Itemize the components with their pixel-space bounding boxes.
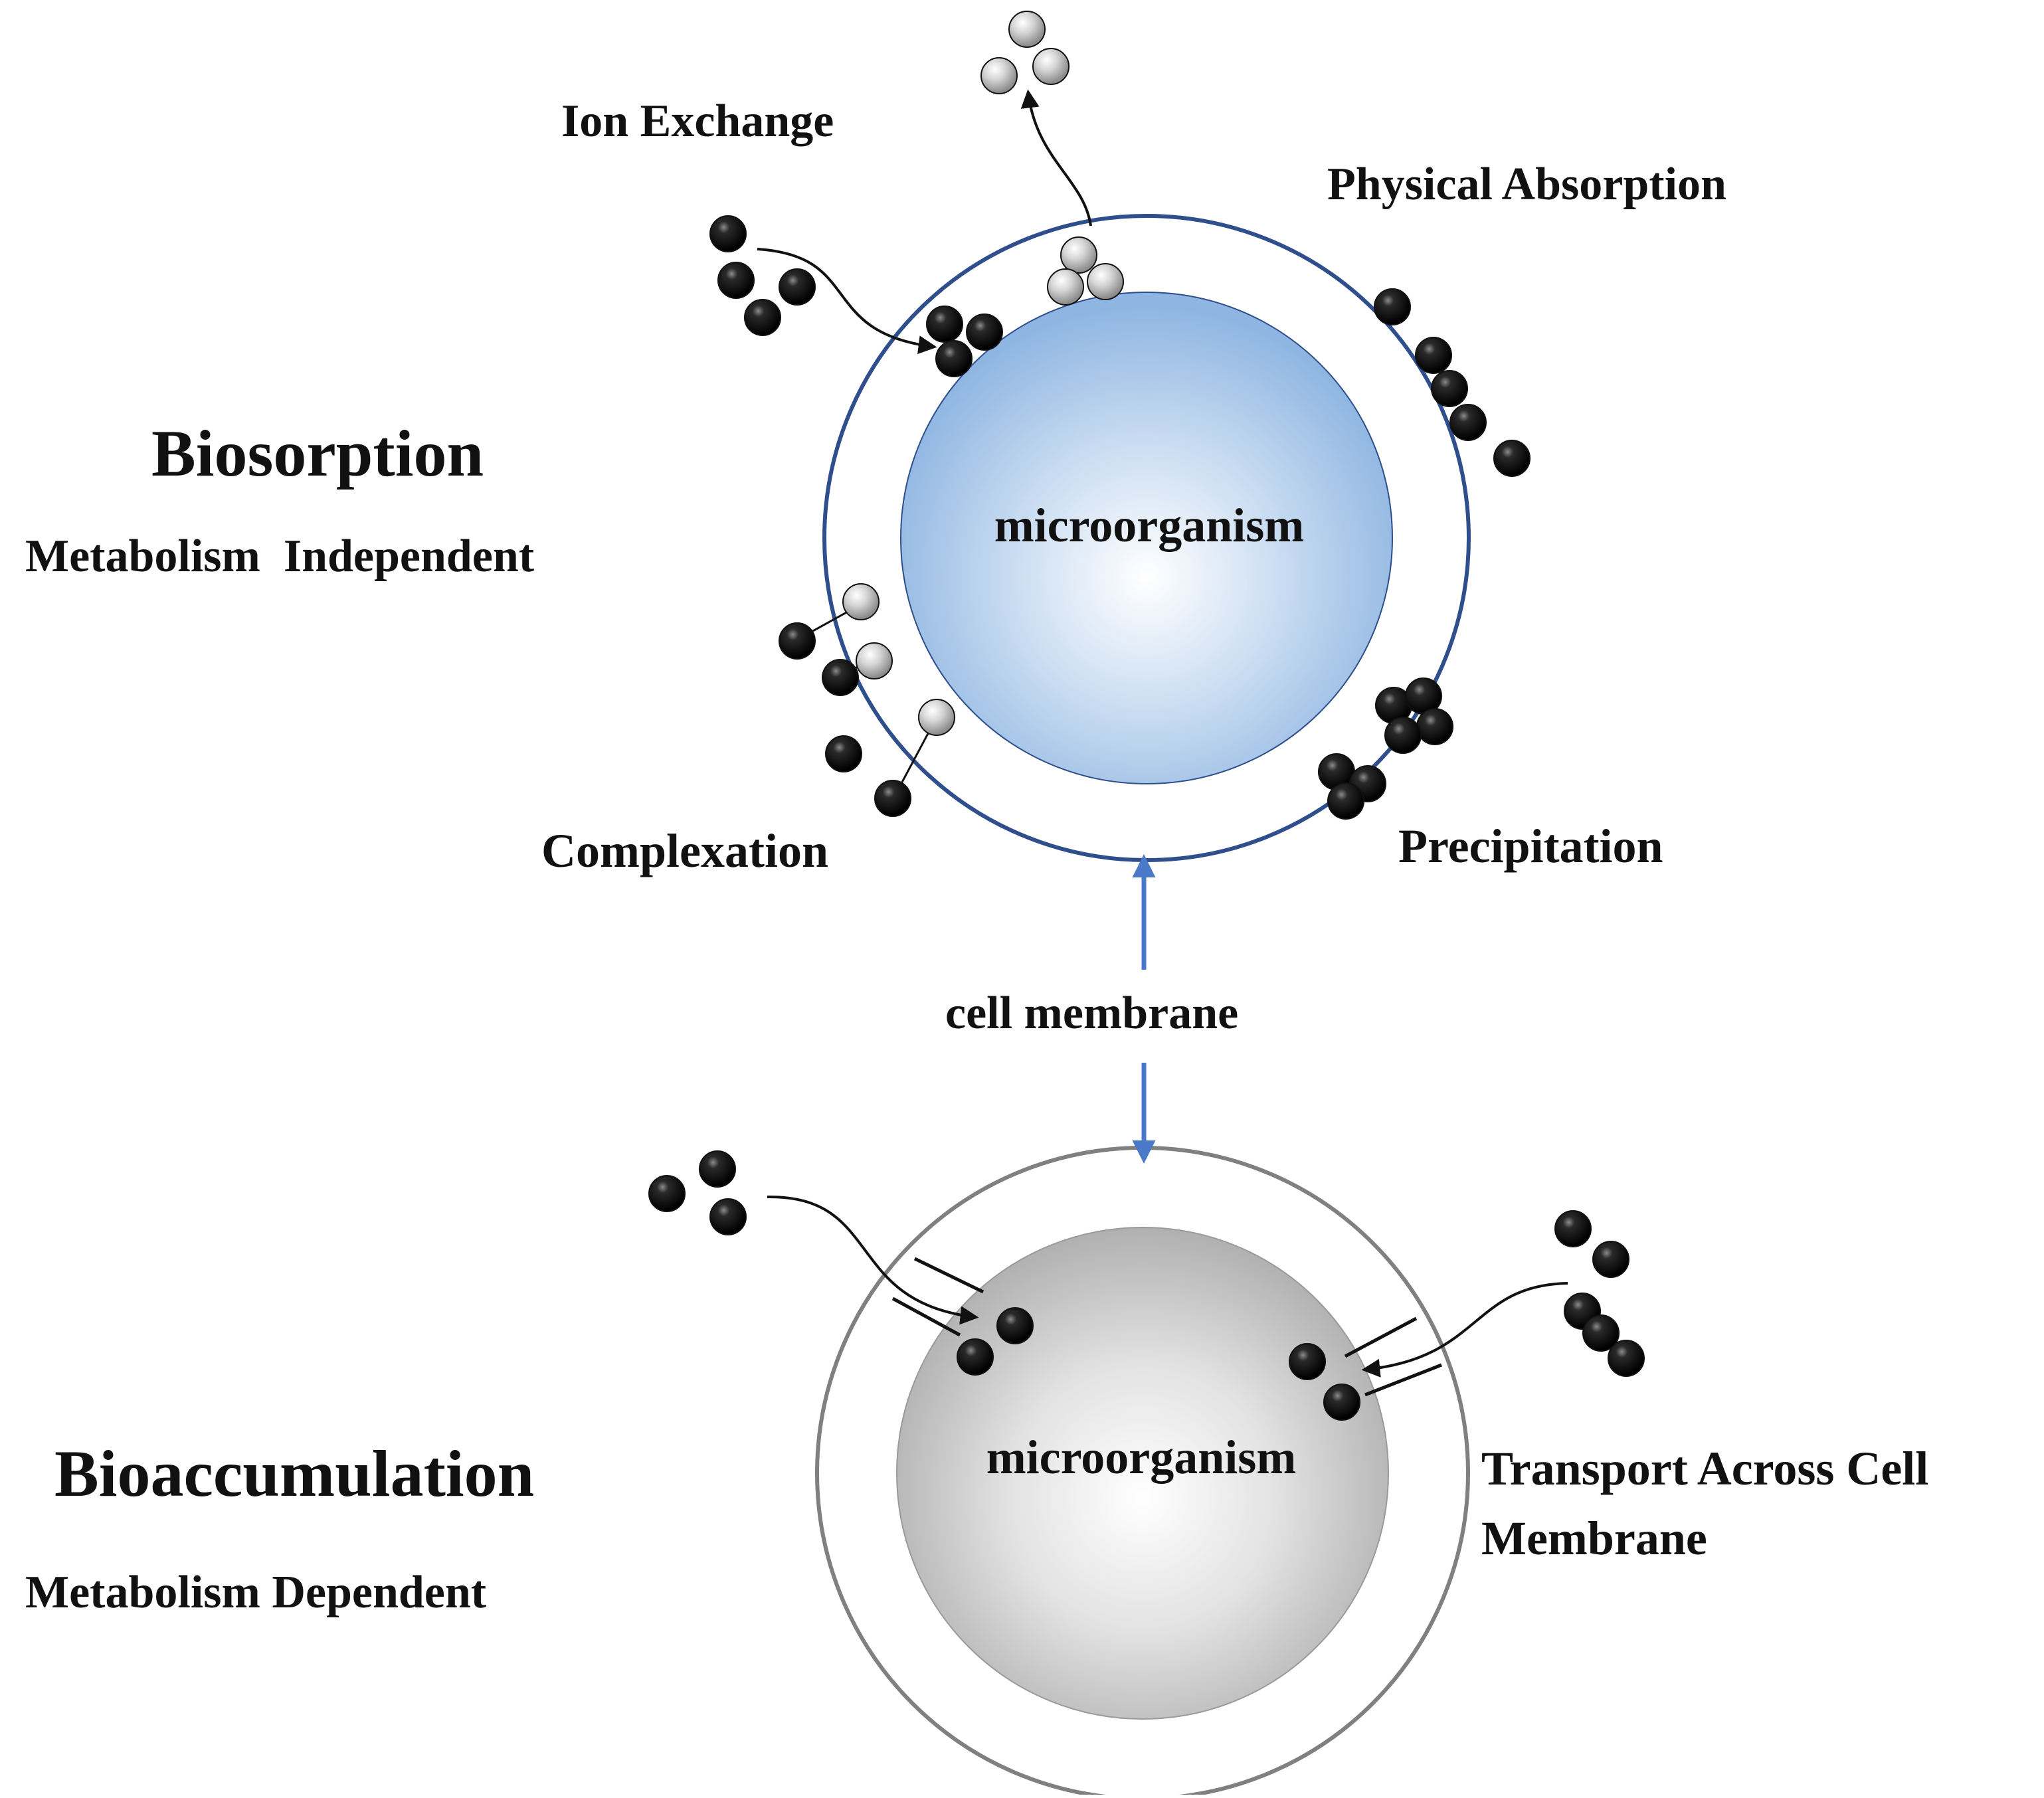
gray-exchanged-particle-8 [856,642,893,679]
gray-exchanged-particle-4 [1060,236,1097,274]
channel-right-line-1 [1344,1316,1418,1358]
bottom-microorganism-label: microorganism [986,1431,1297,1484]
complexation-label: Complexation [541,824,828,877]
bioaccumulation-subtitle: Metabolism Dependent [25,1567,486,1618]
black-metal-particle-2 [717,262,755,299]
metal-ion-particles [648,11,1645,1421]
black-metal-particle-32 [1582,1314,1620,1352]
black-metal-particle-6 [966,314,1003,351]
gray-exchanged-particle-3 [1032,48,1069,85]
transport-label-line-2: Membrane [1481,1512,1707,1565]
black-metal-particle-9 [1415,337,1452,374]
biosorption-subtitle: Metabolism Independent [25,531,534,582]
black-metal-particle-10 [1431,370,1468,407]
black-metal-particle-3 [779,268,816,306]
black-metal-particle-15 [825,735,862,772]
black-metal-particle-29 [1554,1210,1592,1247]
black-metal-particle-4 [744,299,781,336]
microorganism-blue-body [900,292,1393,784]
black-metal-particle-5 [926,306,963,343]
black-metal-particle-24 [648,1175,686,1212]
black-metal-particle-13 [779,622,816,660]
channel-right-line-2 [1364,1363,1442,1397]
membrane-channels [891,1257,1442,1397]
black-metal-particle-34 [1289,1343,1326,1380]
black-metal-particle-11 [1449,404,1487,441]
black-metal-particle-16 [874,780,911,817]
gray-exchanged-particle-1 [1008,11,1046,48]
ion-exchange-in-arrow [757,248,937,355]
black-metal-particle-30 [1592,1241,1629,1278]
black-metal-particle-12 [1493,440,1531,477]
black-metal-particle-26 [709,1198,747,1235]
gray-exchanged-particle-5 [1047,268,1084,306]
black-metal-particle-19 [1416,708,1453,745]
black-metal-particle-28 [957,1338,994,1376]
black-metal-particle-33 [1608,1340,1645,1377]
ion-exchange-label: Ion Exchange [561,96,834,147]
microorganism-gray-body [896,1227,1389,1720]
black-curved-arrows [757,89,1568,1378]
black-metal-particle-14 [822,659,859,696]
transport-in-arrow-right [1361,1282,1568,1378]
black-metal-particle-35 [1323,1384,1360,1421]
gray-exchanged-particle-9 [918,699,955,736]
black-metal-particle-1 [709,215,747,252]
channel-left-line-2 [891,1297,961,1337]
bioaccumulation-title: Bioaccumulation [54,1437,534,1510]
black-metal-particle-25 [699,1150,736,1188]
gray-exchanged-particle-7 [842,583,880,620]
transport-label-line-1: Transport Across Cell [1481,1442,1928,1495]
transport-in-arrow-left [767,1195,979,1325]
precipitation-label: Precipitation [1398,820,1663,873]
black-metal-particle-7 [935,340,973,377]
biosorption-title: Biosorption [151,416,484,490]
black-metal-particle-20 [1384,717,1422,754]
black-metal-particle-23 [1327,782,1364,820]
physical-absorption-label: Physical Absorption [1327,159,1726,210]
gray-exchanged-particle-6 [1087,263,1124,300]
cell-membrane-label: cell membrane [945,988,1238,1039]
gray-exchanged-particle-2 [980,57,1018,94]
black-metal-particle-8 [1374,288,1411,325]
black-metal-particle-27 [996,1307,1034,1344]
channel-left-line-1 [913,1257,984,1294]
top-microorganism-label: microorganism [994,499,1305,552]
ion-exchange-out-arrow [1020,89,1092,226]
labels: Ion Exchange Physical Absorption Biosorp… [25,96,1928,1618]
